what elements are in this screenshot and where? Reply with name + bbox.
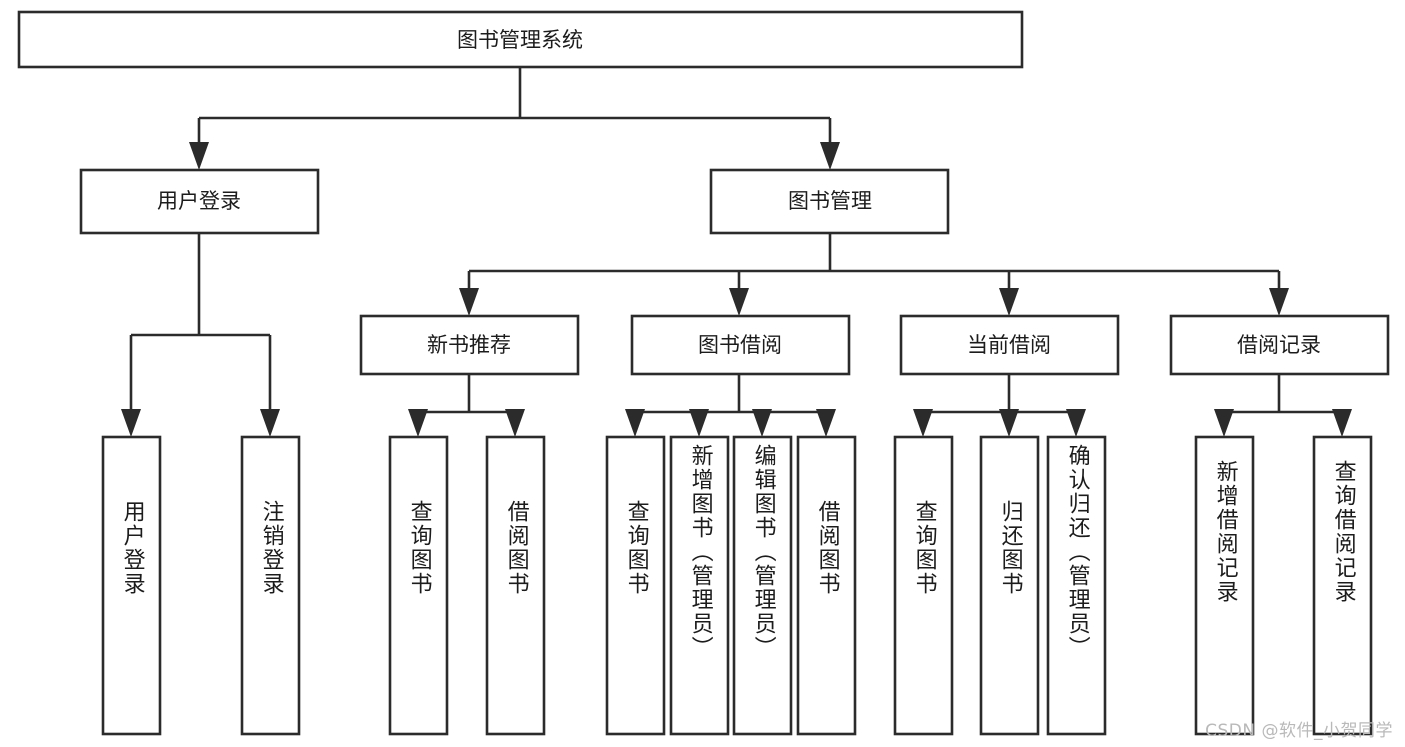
leaf-box-new-book-0[interactable] <box>388 435 449 736</box>
arrow-head-icon <box>189 142 209 170</box>
arrow-head-icon <box>260 409 280 437</box>
connector-group-borrowrecord <box>1214 374 1352 437</box>
arrow-head-icon <box>625 409 645 437</box>
node-book-management-box[interactable] <box>709 168 950 235</box>
node-user-login[interactable]: 用户登录 <box>79 168 320 235</box>
connector-group-root <box>189 67 840 170</box>
arrow-head-icon <box>408 409 428 437</box>
leaf-box-borrow-record-0[interactable] <box>1194 435 1255 736</box>
arrow-head-icon <box>999 409 1019 437</box>
arrow-head-icon <box>1066 409 1086 437</box>
arrow-head-icon <box>1269 288 1289 316</box>
node-user-login-label: 用户登录 <box>157 189 241 213</box>
node-borrow-record[interactable]: 借阅记录 <box>1169 314 1390 376</box>
node-book-borrow-label: 图书借阅 <box>698 333 782 357</box>
leaf-box-book-borrow-2[interactable] <box>732 435 793 736</box>
node-root-label: 图书管理系统 <box>457 28 583 52</box>
node-borrow-record-label: 借阅记录 <box>1237 333 1321 357</box>
node-book-management-label: 图书管理 <box>788 189 872 213</box>
node-root[interactable]: 图书管理系统 <box>17 10 1024 69</box>
arrow-head-icon <box>505 409 525 437</box>
arrow-head-icon <box>689 409 709 437</box>
connector-group-currentborrow <box>913 374 1086 437</box>
node-current-borrow-label: 当前借阅 <box>967 333 1051 357</box>
leaf-box-borrow-record-1[interactable] <box>1312 435 1373 736</box>
leaf-box-current-borrow-2[interactable] <box>1046 435 1107 736</box>
connector-group-bookmgmt <box>459 233 1289 316</box>
node-new-book-recommend[interactable]: 新书推荐 <box>359 314 580 376</box>
leaf-box-book-borrow-3[interactable] <box>796 435 857 736</box>
watermark-label: CSDN @软件_小贺同学 <box>1205 721 1393 741</box>
leaf-box-book-borrow-0[interactable] <box>605 435 666 736</box>
arrow-head-icon <box>121 409 141 437</box>
leaf-box-current-borrow-0[interactable] <box>893 435 954 736</box>
arrow-head-icon <box>1332 409 1352 437</box>
node-new-book-recommend-box[interactable] <box>359 314 580 376</box>
arrow-head-icon <box>816 409 836 437</box>
node-user-login-box[interactable] <box>79 168 320 235</box>
node-new-book-recommend-label: 新书推荐 <box>427 333 511 357</box>
leaf-box-user-login-0[interactable] <box>101 435 162 736</box>
arrow-head-icon <box>1214 409 1234 437</box>
arrow-head-icon <box>913 409 933 437</box>
node-root-box[interactable] <box>17 10 1024 69</box>
node-current-borrow[interactable]: 当前借阅 <box>899 314 1120 376</box>
leaf-box-book-borrow-1[interactable] <box>669 435 730 736</box>
leaf-box-new-book-1[interactable] <box>485 435 546 736</box>
node-book-borrow-box[interactable] <box>630 314 851 376</box>
connector-group-userlogin <box>121 233 280 437</box>
node-current-borrow-box[interactable] <box>899 314 1120 376</box>
leaf-box-user-login-1[interactable] <box>240 435 301 736</box>
node-borrow-record-box[interactable] <box>1169 314 1390 376</box>
connector-group-newbook <box>408 374 525 437</box>
arrow-head-icon <box>752 409 772 437</box>
node-book-borrow[interactable]: 图书借阅 <box>630 314 851 376</box>
leaf-box-current-borrow-1[interactable] <box>979 435 1040 736</box>
node-book-management[interactable]: 图书管理 <box>709 168 950 235</box>
arrow-head-icon <box>999 288 1019 316</box>
arrow-head-icon <box>729 288 749 316</box>
connector-group-bookborrow <box>625 374 836 437</box>
arrow-head-icon <box>820 142 840 170</box>
arrow-head-icon <box>459 288 479 316</box>
